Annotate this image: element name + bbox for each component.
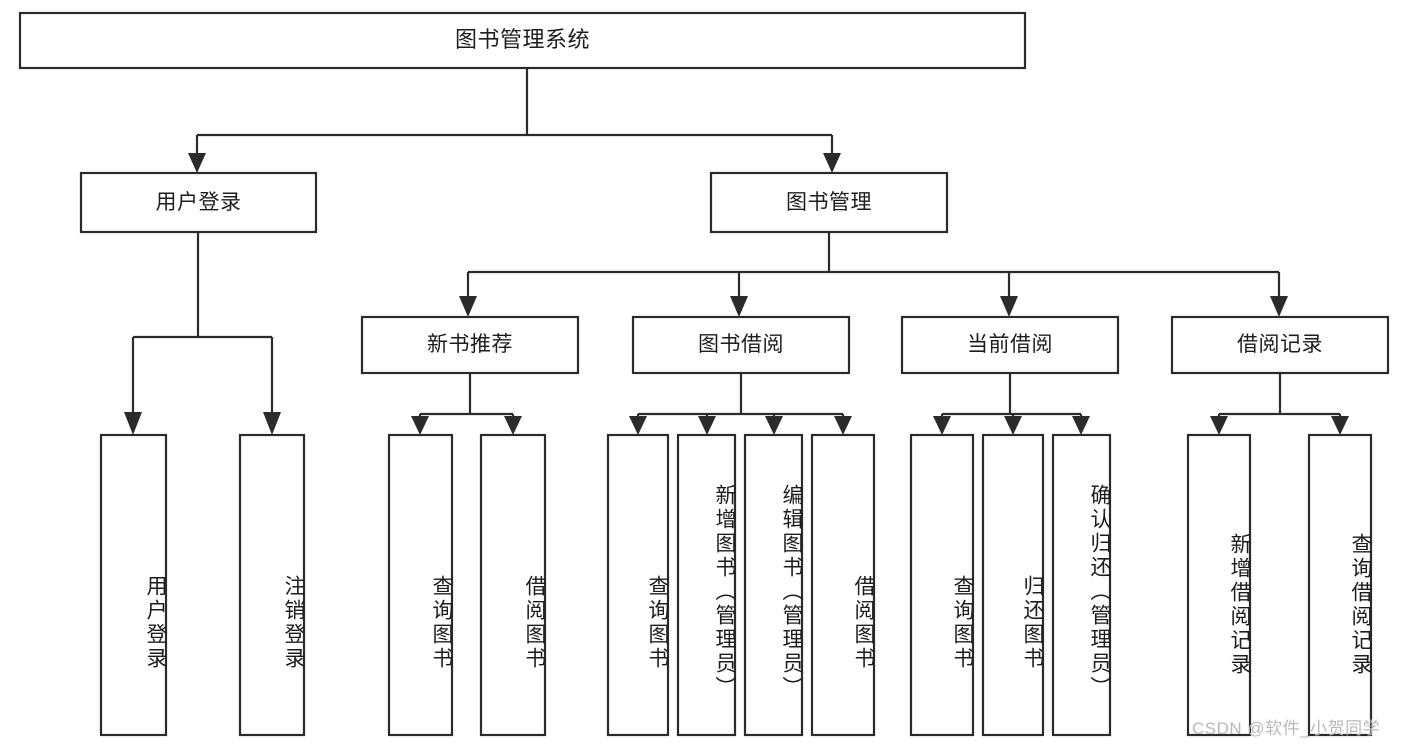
arrow-head-leaf-return-book xyxy=(1004,416,1022,435)
node-box-leaf-query-record[interactable] xyxy=(1307,433,1373,737)
arrow-head-leaf-query-book-3 xyxy=(933,416,951,435)
node-box-leaf-query-book-2[interactable] xyxy=(606,433,670,737)
node-box-book-manage[interactable] xyxy=(709,171,949,234)
connector-new-book-recommend-to-leaves xyxy=(411,373,522,435)
arrow-head-leaf-user-logout xyxy=(263,412,281,435)
arrow-head-user-login xyxy=(188,153,206,173)
arrow-head-leaf-edit-book xyxy=(765,416,783,435)
node-box-leaf-query-book-1[interactable] xyxy=(387,433,454,737)
node-box-leaf-add-record[interactable] xyxy=(1186,433,1252,737)
node-box-root[interactable] xyxy=(18,11,1027,70)
node-box-current-borrow[interactable] xyxy=(900,315,1120,375)
connector-root-to-level2 xyxy=(188,68,841,173)
connector-book-manage-to-level3 xyxy=(459,232,1288,317)
arrow-head-leaf-borrow-book-2 xyxy=(834,416,852,435)
connector-current-borrow-to-leaves xyxy=(933,373,1090,435)
arrow-head-leaf-borrow-book-1 xyxy=(504,416,522,435)
node-box-book-borrow[interactable] xyxy=(631,315,851,375)
arrow-head-borrow-record xyxy=(1270,296,1288,317)
arrow-head-leaf-query-book-2 xyxy=(629,416,647,435)
node-box-leaf-return-book[interactable] xyxy=(981,433,1045,737)
arrow-head-leaf-query-book-1 xyxy=(411,416,429,435)
connector-book-borrow-to-leaves xyxy=(629,373,852,435)
arrow-head-book-borrow xyxy=(730,296,748,317)
node-box-leaf-borrow-book-2[interactable] xyxy=(810,433,876,737)
csdn-watermark: CSDN @软件_小贺同学 xyxy=(1192,719,1381,738)
node-box-leaf-add-book[interactable] xyxy=(676,433,737,737)
node-box-leaf-edit-book[interactable] xyxy=(743,433,804,737)
connector-user-login-to-leaves xyxy=(124,232,281,435)
arrow-head-leaf-user-login xyxy=(124,412,142,435)
arrow-head-new-book-recommend xyxy=(459,296,477,317)
arrow-head-book-manage xyxy=(823,153,841,173)
connector-borrow-record-to-leaves xyxy=(1210,373,1349,435)
node-box-leaf-borrow-book-1[interactable] xyxy=(479,433,547,737)
node-box-user-login[interactable] xyxy=(79,171,318,234)
arrow-head-current-borrow xyxy=(1000,296,1018,317)
node-box-leaf-confirm-return[interactable] xyxy=(1051,433,1112,737)
node-box-new-book-recommend[interactable] xyxy=(360,315,580,375)
node-box-leaf-user-logout[interactable] xyxy=(238,433,306,737)
node-box-leaf-user-login[interactable] xyxy=(99,433,168,737)
arrow-head-leaf-add-record xyxy=(1210,416,1228,435)
node-box-leaf-query-book-3[interactable] xyxy=(909,433,975,737)
node-box-borrow-record[interactable] xyxy=(1170,315,1390,375)
arrow-head-leaf-query-record xyxy=(1331,416,1349,435)
arrow-head-leaf-confirm-return xyxy=(1072,416,1090,435)
arrow-head-leaf-add-book xyxy=(698,416,716,435)
